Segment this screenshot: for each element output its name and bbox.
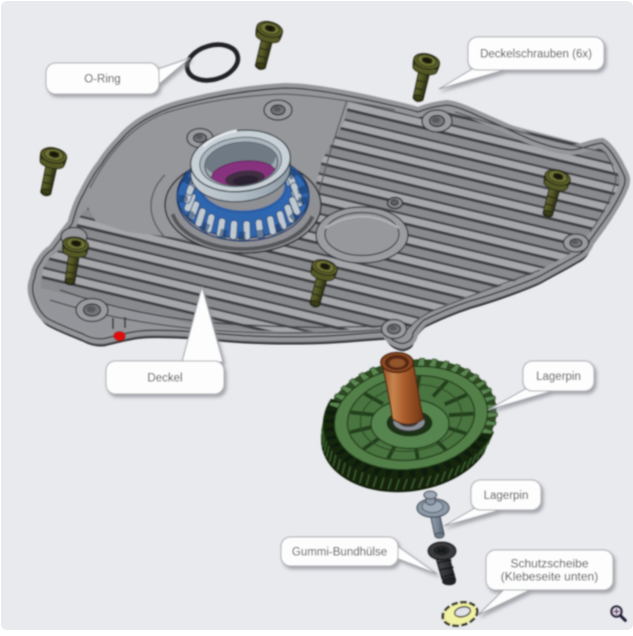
svg-text:Deckelschrauben (6x): Deckelschrauben (6x) — [480, 49, 592, 61]
svg-text:(Klebeseite unten): (Klebeseite unten) — [501, 570, 598, 584]
svg-text:Gummi-Bundhülse: Gummi-Bundhülse — [292, 547, 387, 559]
svg-text:Deckel: Deckel — [147, 373, 182, 385]
svg-text:O-Ring: O-Ring — [84, 74, 120, 86]
svg-text:Schutzscheibe: Schutzscheibe — [510, 557, 588, 571]
svg-text:Lagerpin: Lagerpin — [536, 371, 581, 383]
svg-text:Lagerpin: Lagerpin — [484, 490, 529, 502]
